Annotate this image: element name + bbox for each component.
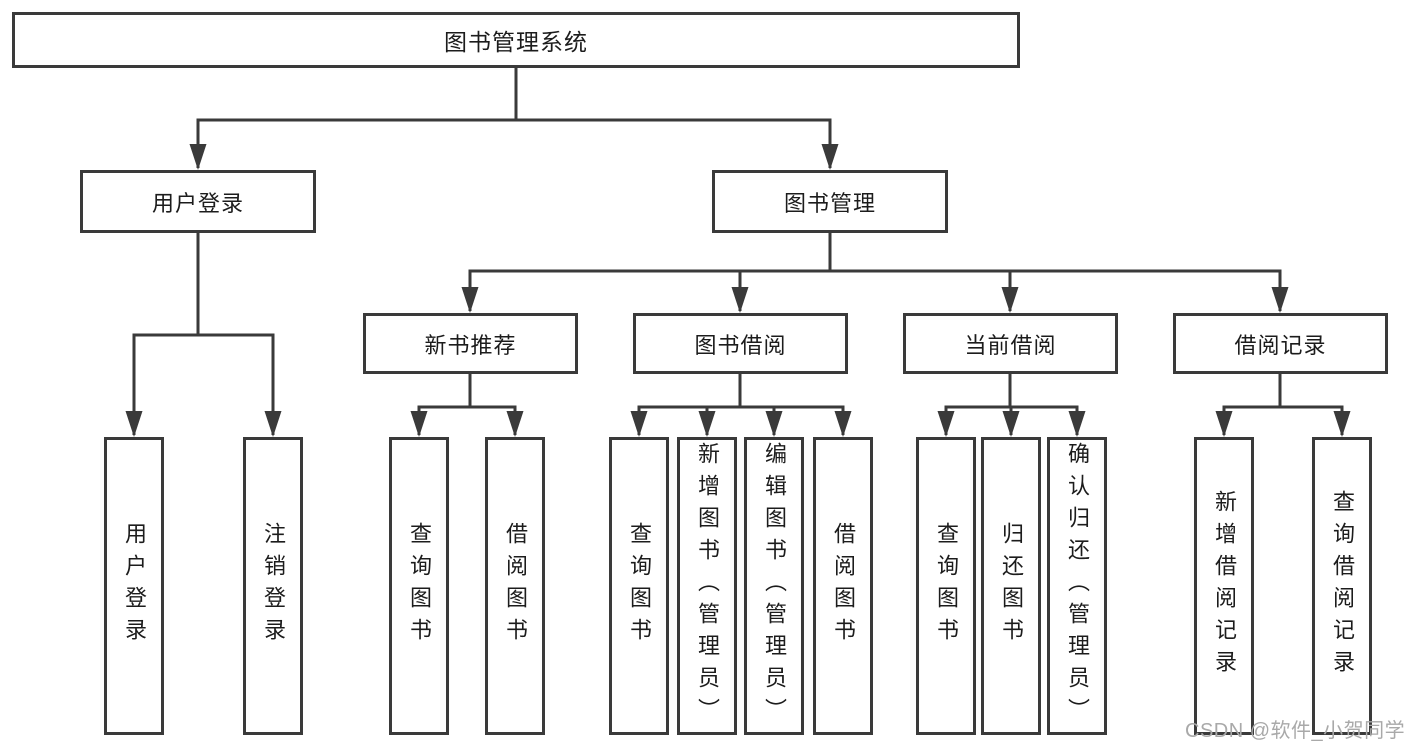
arrowheads <box>125 144 1351 437</box>
leaf-add-borrow-record: 新增借阅记录 <box>1194 437 1254 735</box>
node-book-borrow: 图书借阅 <box>633 313 848 374</box>
leaf-borrow-books: 借阅图书 <box>813 437 873 735</box>
node-root: 图书管理系统 <box>12 12 1020 68</box>
node-book-management: 图书管理 <box>712 170 948 233</box>
node-borrow-records: 借阅记录 <box>1173 313 1388 374</box>
node-current-borrow: 当前借阅 <box>903 313 1118 374</box>
leaf-borrow-books: 借阅图书 <box>485 437 545 735</box>
leaf-query-books: 查询图书 <box>609 437 669 735</box>
leaf-query-books: 查询图书 <box>389 437 449 735</box>
csdn-watermark: CSDN @软件_小贺同学 <box>1185 720 1405 742</box>
leaf-user-login: 用户登录 <box>104 437 164 735</box>
leaf-query-borrow-record: 查询借阅记录 <box>1312 437 1372 735</box>
leaf-confirm-return-admin: 确认归还（管理员） <box>1047 437 1107 735</box>
leaf-return-books: 归还图书 <box>981 437 1041 735</box>
leaf-edit-books-admin: 编辑图书（管理员） <box>744 437 804 735</box>
leaf-logout: 注销登录 <box>243 437 303 735</box>
leaf-query-books: 查询图书 <box>916 437 976 735</box>
node-user-login: 用户登录 <box>80 170 316 233</box>
node-new-book-recommend: 新书推荐 <box>363 313 578 374</box>
leaf-add-books-admin: 新增图书（管理员） <box>677 437 737 735</box>
